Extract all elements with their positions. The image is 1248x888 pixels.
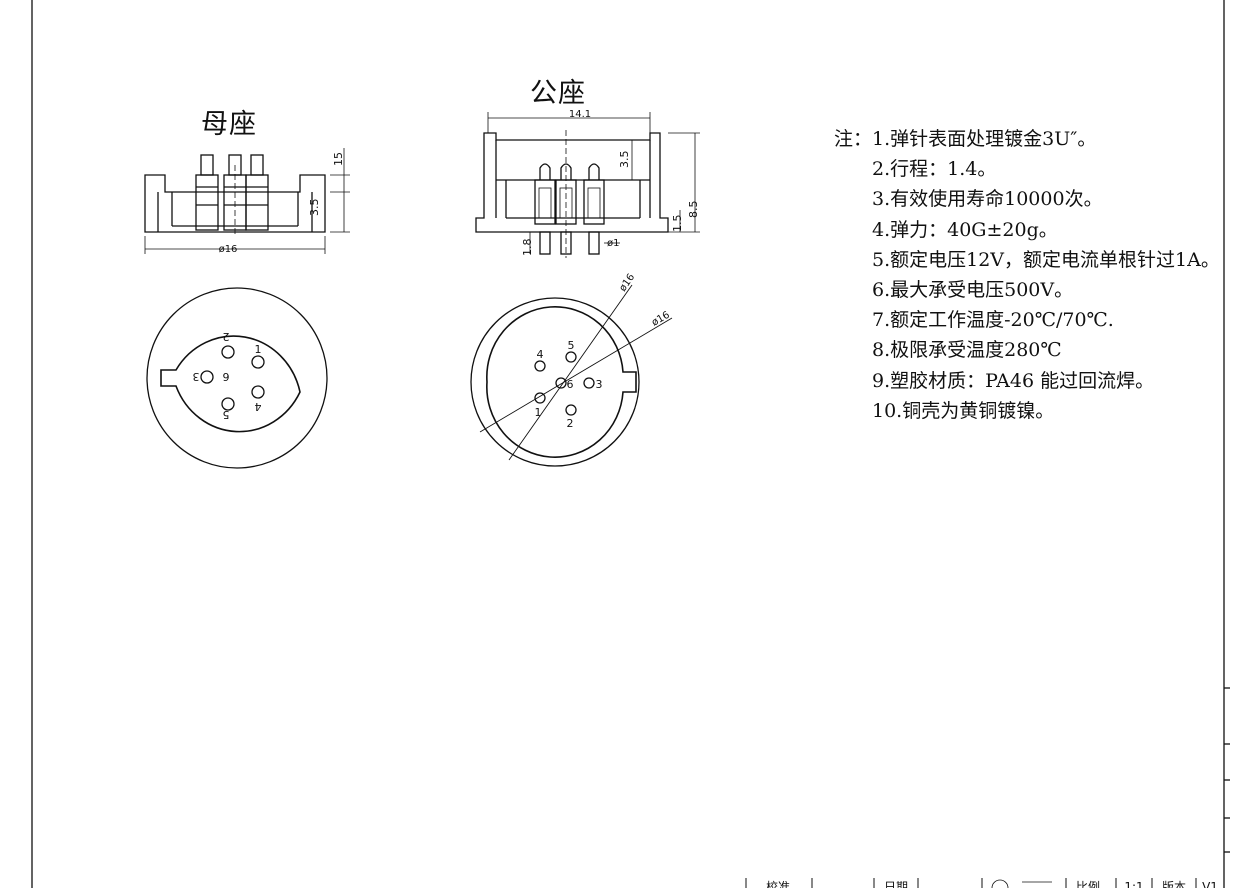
male-dim-base: 1.5: [671, 215, 684, 233]
male-pin-3: 3: [596, 378, 603, 391]
note-row: 10.铜壳为黄铜镀镍。: [834, 396, 1220, 426]
female-dim-side: 3.5: [308, 199, 321, 217]
note-6: 6.最大承受电压500V。: [872, 278, 1074, 301]
note-4: 4.弹力：40G±20g。: [872, 218, 1058, 241]
male-pin-6: 6: [567, 378, 574, 391]
title-cell-scale: 1:1: [1124, 880, 1143, 888]
note-5: 5.额定电压12V，额定电流单根针过1A。: [872, 248, 1220, 271]
male-dim-pin-dia: ø1: [607, 238, 619, 249]
title-cell-version-label: 版本: [1162, 880, 1186, 888]
female-side-view: [144, 148, 350, 254]
female-dim-diameter: ø16: [219, 244, 238, 255]
title-cell-check: 校准: [766, 879, 790, 888]
note-10: 10.铜壳为黄铜镀镍。: [872, 399, 1055, 422]
female-pin-1: 1: [255, 343, 262, 356]
note-row: 9.塑胶材质：PA46 能过回流焊。: [834, 366, 1220, 396]
male-dim-a: ø16: [617, 272, 637, 294]
note-7: 7.额定工作温度-20℃/70℃.: [872, 309, 1114, 332]
note-2: 2.行程：1.4。: [872, 158, 997, 181]
note-row: 5.额定电压12V，额定电流单根针过1A。: [834, 245, 1220, 275]
note-row: 2.行程：1.4。: [834, 154, 1220, 184]
female-pin-holes: [200, 345, 265, 411]
note-3: 3.有效使用寿命10000次。: [872, 188, 1103, 211]
notes-block: 注：1.弹针表面处理镀金3U″。 2.行程：1.4。 3.有效使用寿命10000…: [834, 124, 1220, 426]
male-pin-5: 5: [568, 339, 575, 352]
female-dim-top: 15: [332, 152, 345, 166]
note-row: 注：1.弹针表面处理镀金3U″。: [834, 124, 1220, 154]
male-dim-height: 8.5: [687, 201, 700, 219]
male-dim-b: ø16: [650, 310, 672, 329]
male-face-view: [470, 284, 673, 467]
title-cell-version: V1: [1202, 880, 1218, 888]
female-pin-5: 5: [223, 408, 230, 421]
male-dim-width: 14.1: [569, 109, 591, 120]
male-pin-holes: [534, 351, 595, 416]
note-row: 8.极限承受温度280℃: [834, 335, 1220, 365]
note-1: 1.弹针表面处理镀金3U″。: [872, 128, 1097, 150]
female-pin-3: 3: [193, 370, 200, 383]
male-pin-4: 4: [537, 348, 544, 361]
female-title: 母座: [201, 109, 257, 140]
male-pin-2: 2: [567, 417, 574, 430]
female-pin-4: 4: [255, 400, 262, 413]
note-row: 3.有效使用寿命10000次。: [834, 184, 1220, 214]
note-row: 7.额定工作温度-20℃/70℃.: [834, 305, 1220, 335]
male-pin-1: 1: [535, 406, 542, 419]
male-dim-pin-len: 1.8: [521, 239, 534, 257]
title-cell-scale-label: 比例: [1076, 880, 1100, 888]
sheet-frame: [31, 0, 1230, 888]
note-row: 4.弹力：40G±20g。: [834, 215, 1220, 245]
female-pins: [195, 154, 269, 236]
male-title: 公座: [530, 78, 586, 109]
title-cell-date: 日期: [884, 880, 908, 888]
male-side-view: [475, 112, 700, 258]
male-pins: [534, 130, 605, 258]
male-dim-inner: 3.5: [618, 151, 631, 169]
note-9: 9.塑胶材质：PA46 能过回流焊。: [872, 369, 1155, 392]
female-pin-6: 6: [223, 370, 230, 383]
title-block-lines: [745, 878, 1197, 888]
female-pin-2: 2: [223, 330, 230, 343]
female-face-view: [146, 287, 328, 469]
note-8: 8.极限承受温度280℃: [872, 339, 1062, 362]
notes-prefix: 注：: [834, 128, 873, 150]
note-row: 6.最大承受电压500V。: [834, 275, 1220, 305]
